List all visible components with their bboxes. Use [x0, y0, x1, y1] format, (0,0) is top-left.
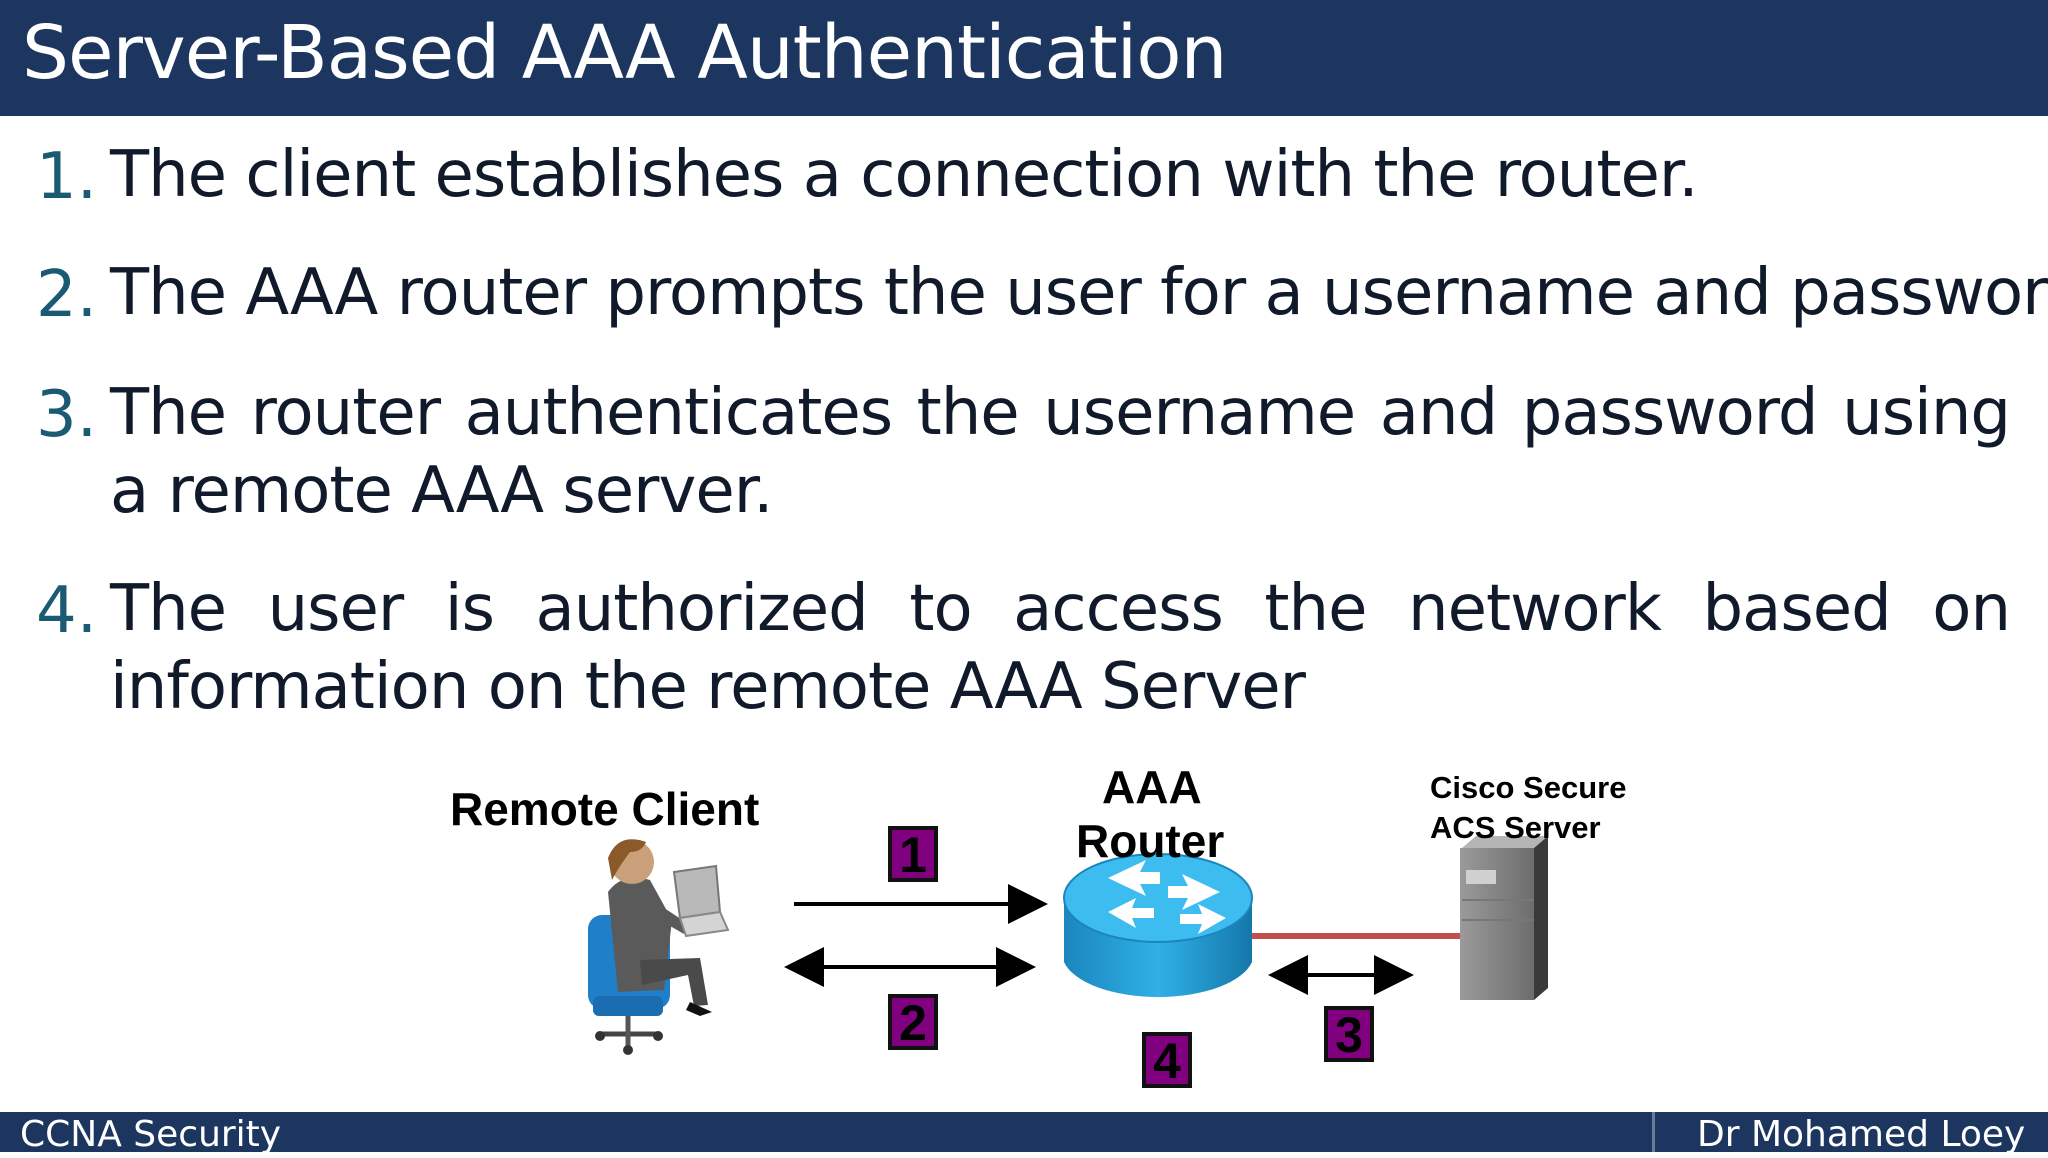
- step-badge-4: 4: [1142, 1032, 1192, 1088]
- footer-course-name: CCNA Security: [20, 1114, 282, 1155]
- step-text: The client establishes a connection with…: [110, 138, 1699, 212]
- step-number: 3.: [36, 378, 98, 452]
- footer-divider: [1652, 1112, 1655, 1152]
- router-label-line1: AAA: [1102, 761, 1202, 813]
- footer-author: Dr Mohamed Loey: [1697, 1114, 2026, 1155]
- title-bar: Server-Based AAA Authentication: [0, 0, 2048, 116]
- step-text: The router authenticates the username an…: [110, 376, 2011, 528]
- server-icon: [1460, 836, 1548, 1000]
- step-badge-3: 3: [1324, 1006, 1374, 1062]
- server-label-line1: Cisco Secure: [1430, 770, 1627, 805]
- step-number: 1.: [36, 140, 98, 214]
- step-text: The AAA router prompts the user for a us…: [110, 256, 2048, 330]
- step-number: 2.: [36, 258, 98, 332]
- server-label-line2: ACS Server: [1430, 810, 1601, 845]
- step-text: The user is authorized to access the net…: [110, 572, 2011, 724]
- step-badge-2: 2: [888, 994, 938, 1050]
- slide-title: Server-Based AAA Authentication: [22, 10, 1227, 96]
- router-label-line2: Router: [1076, 815, 1225, 867]
- router-icon: [1063, 853, 1253, 998]
- step-number: 4.: [36, 574, 98, 648]
- remote-client-icon: [588, 839, 730, 1055]
- step-badge-1: 1: [888, 826, 938, 882]
- remote-client-label: Remote Client: [450, 783, 760, 835]
- footer-bar: [0, 1112, 2048, 1152]
